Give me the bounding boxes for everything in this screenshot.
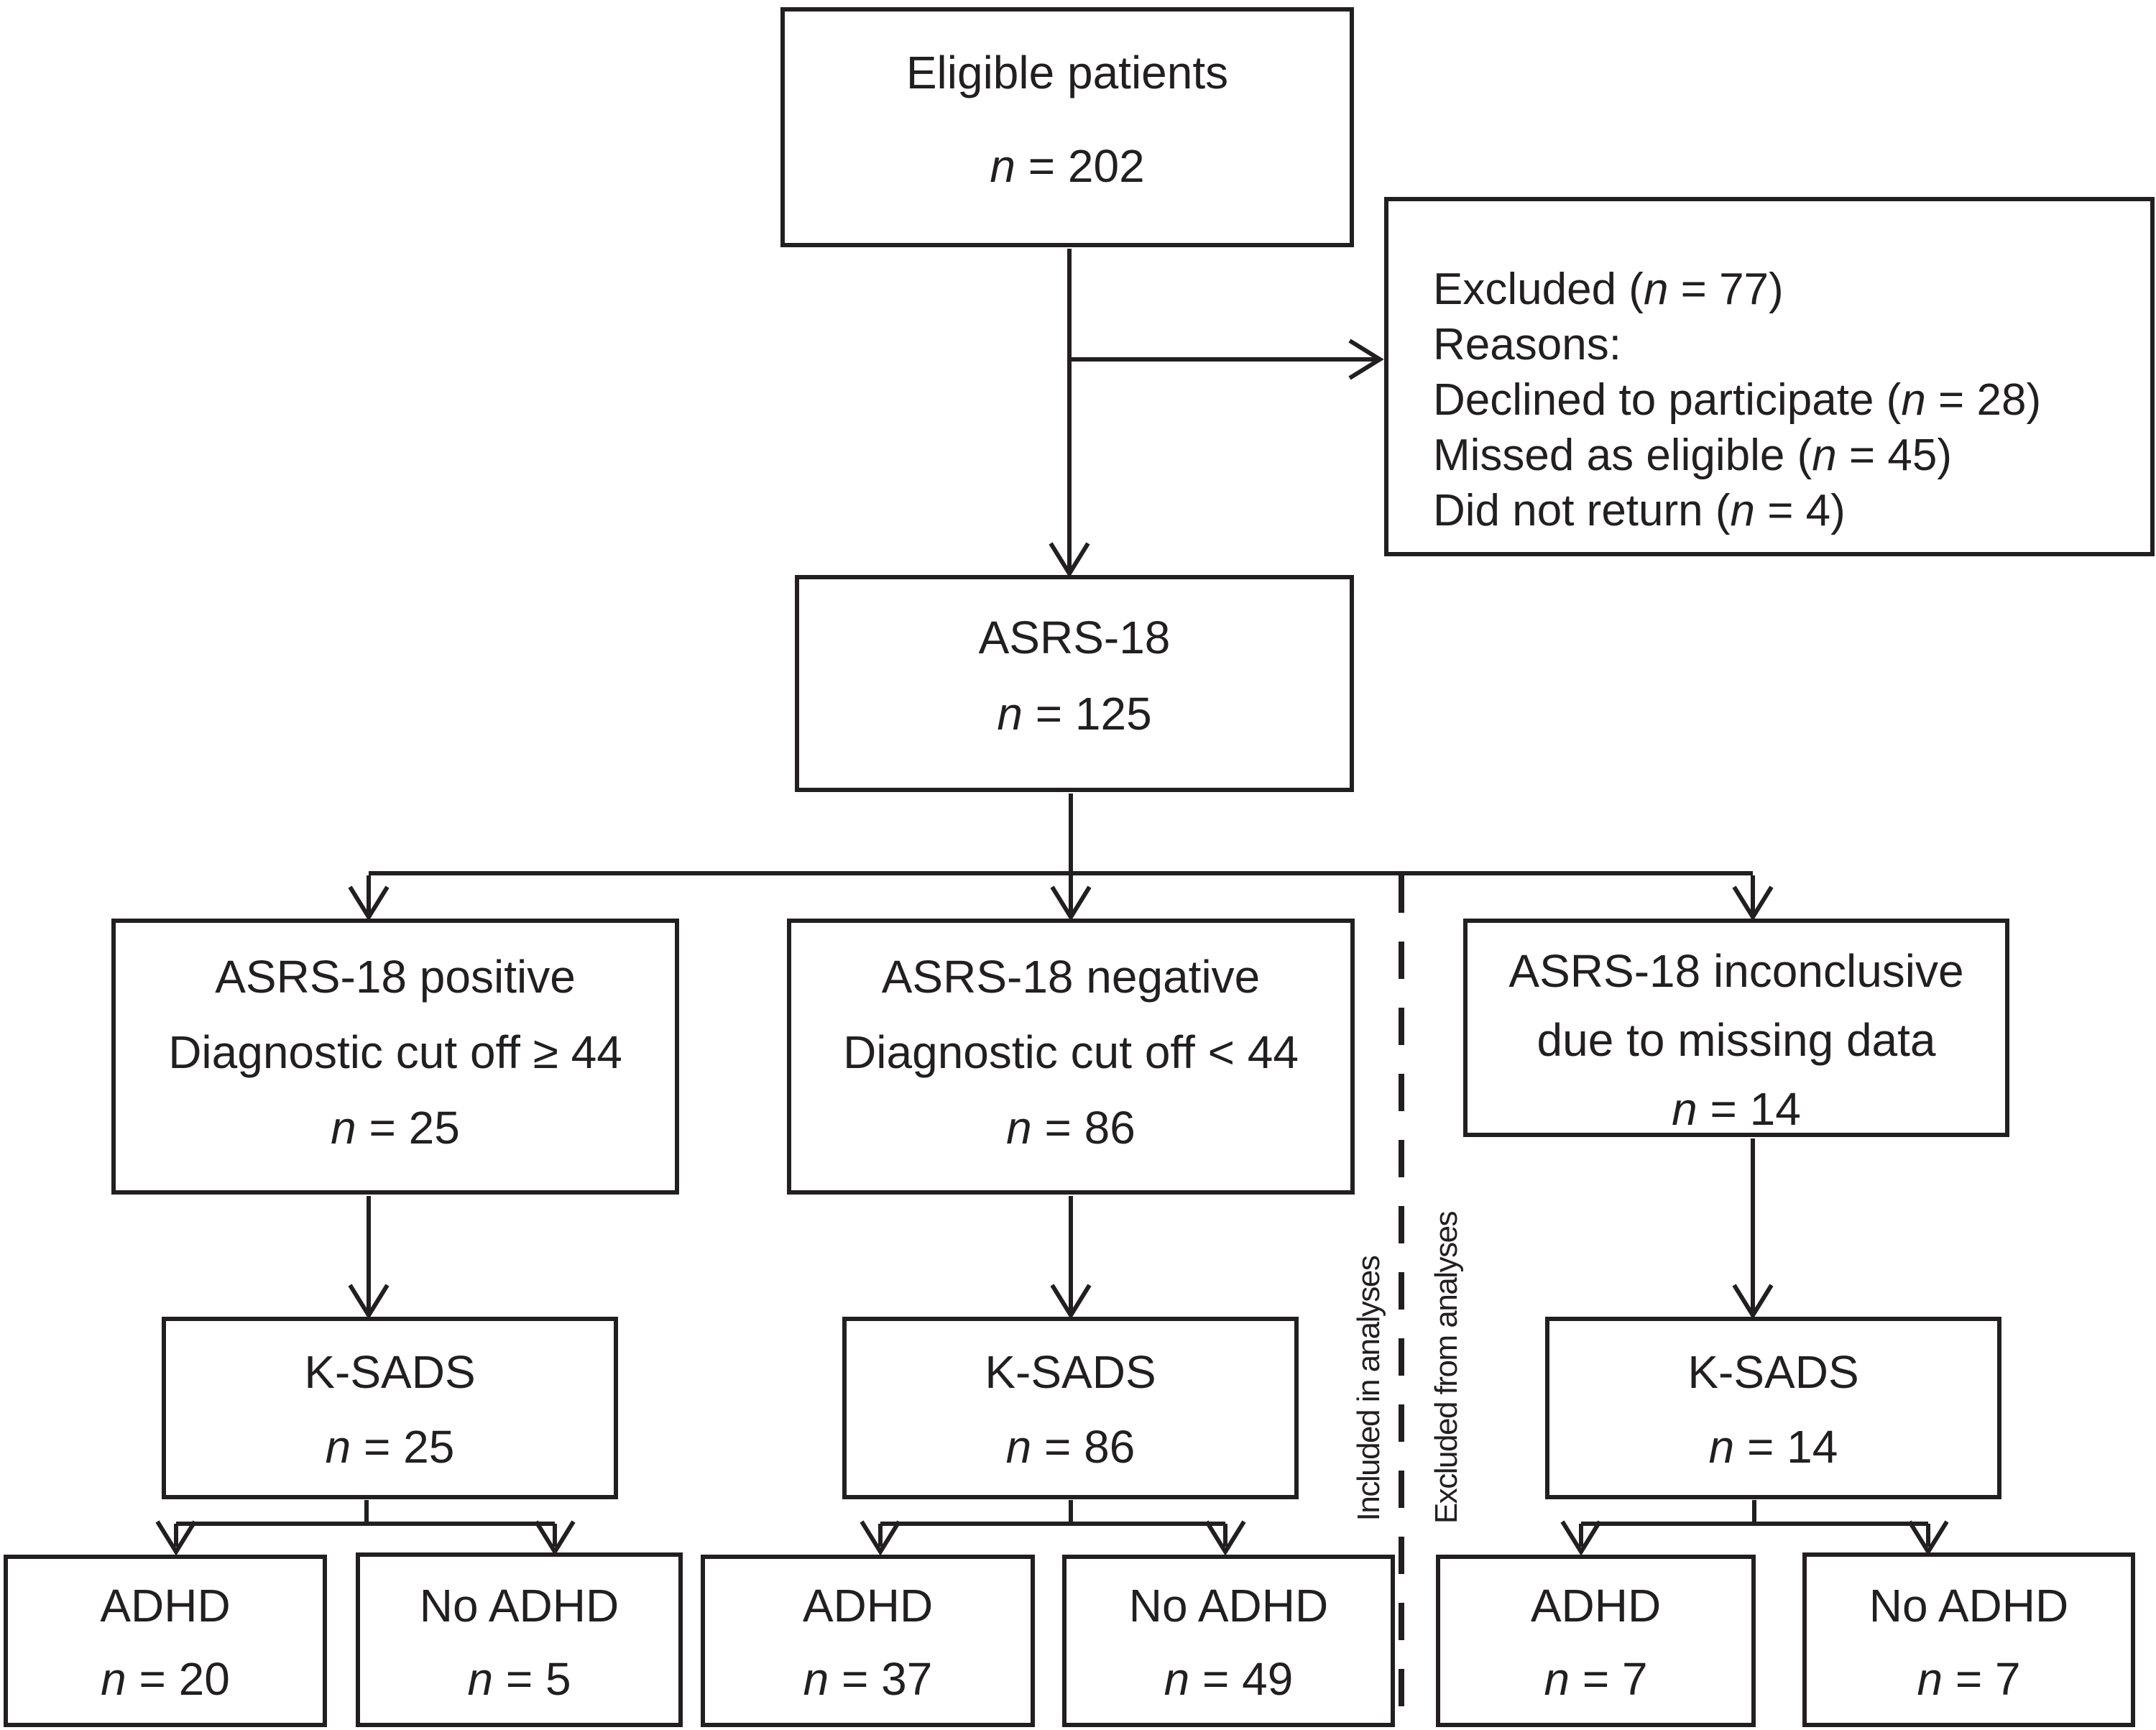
split-ksads-positive: [155, 1500, 576, 1556]
box-title: K-SADS: [304, 1346, 476, 1398]
arrow-branch-to-inconclusive: [1732, 875, 1774, 921]
box-n-line: n = 86: [1006, 1102, 1135, 1154]
box-subtitle: Diagnostic cut off ≥ 44: [168, 1026, 622, 1078]
box-n-line: n = 25: [325, 1421, 455, 1473]
box-title: Eligible patients: [906, 47, 1229, 98]
arrow-negative-to-ksads: [1050, 1196, 1092, 1320]
box-title: No ADHD: [1128, 1580, 1329, 1632]
box-title: No ADHD: [419, 1580, 619, 1632]
asrs18-positive-box: ASRS-18 positive Diagnostic cut off ≥ 44…: [111, 919, 679, 1195]
box-subtitle: Diagnostic cut off < 44: [843, 1026, 1299, 1078]
split-ksads-inconclusive: [1560, 1500, 1949, 1556]
no-adhd-negative-box: No ADHD n = 49: [1062, 1555, 1395, 1727]
included-in-analyses-label: Included in analyses: [1351, 1256, 1386, 1522]
adhd-positive-box: ADHD n = 20: [4, 1555, 327, 1727]
excluded-reasons-box: Excluded (n = 77) Reasons: Declined to p…: [1384, 197, 2155, 556]
excluded-from-analyses-label: Excluded from analyses: [1429, 1211, 1464, 1524]
asrs18-negative-box: ASRS-18 negative Diagnostic cut off < 44…: [787, 919, 1355, 1195]
box-n-line: n = 14: [1672, 1083, 1801, 1135]
branch-trunk-line: [369, 793, 1753, 875]
box-title: K-SADS: [1687, 1346, 1859, 1398]
excluded-line: Did not return (n = 4): [1433, 486, 1846, 535]
ksads-negative-box: K-SADS n = 86: [842, 1317, 1299, 1499]
box-n-line: n = 202: [990, 140, 1145, 192]
arrow-eligible-to-asrs: [1049, 249, 1090, 578]
box-title: ASRS-18: [978, 612, 1171, 663]
box-n-line: n = 37: [803, 1653, 933, 1705]
asrs18-inconclusive-box: ASRS-18 inconclusive due to missing data…: [1463, 919, 2009, 1137]
ksads-inconclusive-box: K-SADS n = 14: [1545, 1317, 2001, 1499]
box-n-line: n = 14: [1708, 1421, 1838, 1473]
box-title: ASRS-18 positive: [215, 951, 576, 1003]
adhd-inconclusive-box: ADHD n = 7: [1436, 1555, 1756, 1727]
split-ksads-negative: [860, 1500, 1246, 1556]
box-title: ASRS-18 negative: [881, 951, 1261, 1003]
box-n-line: n = 5: [467, 1653, 571, 1705]
arrow-positive-to-ksads: [348, 1196, 390, 1320]
no-adhd-inconclusive-box: No ADHD n = 7: [1802, 1552, 2135, 1727]
excluded-line: Missed as eligible (n = 45): [1433, 431, 1952, 480]
adhd-negative-box: ADHD n = 37: [701, 1555, 1035, 1727]
box-subtitle: due to missing data: [1537, 1014, 1936, 1066]
box-title: No ADHD: [1869, 1580, 2069, 1632]
box-title: ADHD: [802, 1580, 934, 1632]
ksads-positive-box: K-SADS n = 25: [162, 1317, 618, 1499]
box-n-line: n = 25: [331, 1102, 460, 1154]
eligible-patients-box: Eligible patients n = 202: [780, 7, 1354, 247]
box-n-line: n = 49: [1164, 1653, 1294, 1705]
asrs18-box: ASRS-18 n = 125: [795, 575, 1354, 792]
arrow-inconclusive-to-ksads: [1732, 1138, 1774, 1320]
excluded-line: Excluded (n = 77): [1433, 264, 1784, 314]
box-title: ASRS-18 inconclusive: [1508, 945, 1964, 997]
arrow-branch-to-positive: [348, 875, 390, 921]
arrow-eligible-to-excluded: [1069, 339, 1384, 380]
box-n-line: n = 7: [1544, 1653, 1648, 1705]
box-title: K-SADS: [985, 1346, 1156, 1398]
excluded-line: Reasons:: [1433, 320, 1621, 369]
box-title: ADHD: [100, 1580, 231, 1632]
box-n-line: n = 7: [1917, 1653, 2021, 1705]
box-n-line: n = 125: [997, 688, 1152, 740]
arrow-branch-to-negative: [1050, 875, 1092, 921]
no-adhd-positive-box: No ADHD n = 5: [356, 1552, 683, 1727]
box-n-line: n = 86: [1005, 1421, 1135, 1473]
box-n-line: n = 20: [101, 1653, 230, 1705]
excluded-line: Declined to participate (n = 28): [1433, 375, 2042, 425]
box-title: ADHD: [1530, 1580, 1662, 1632]
